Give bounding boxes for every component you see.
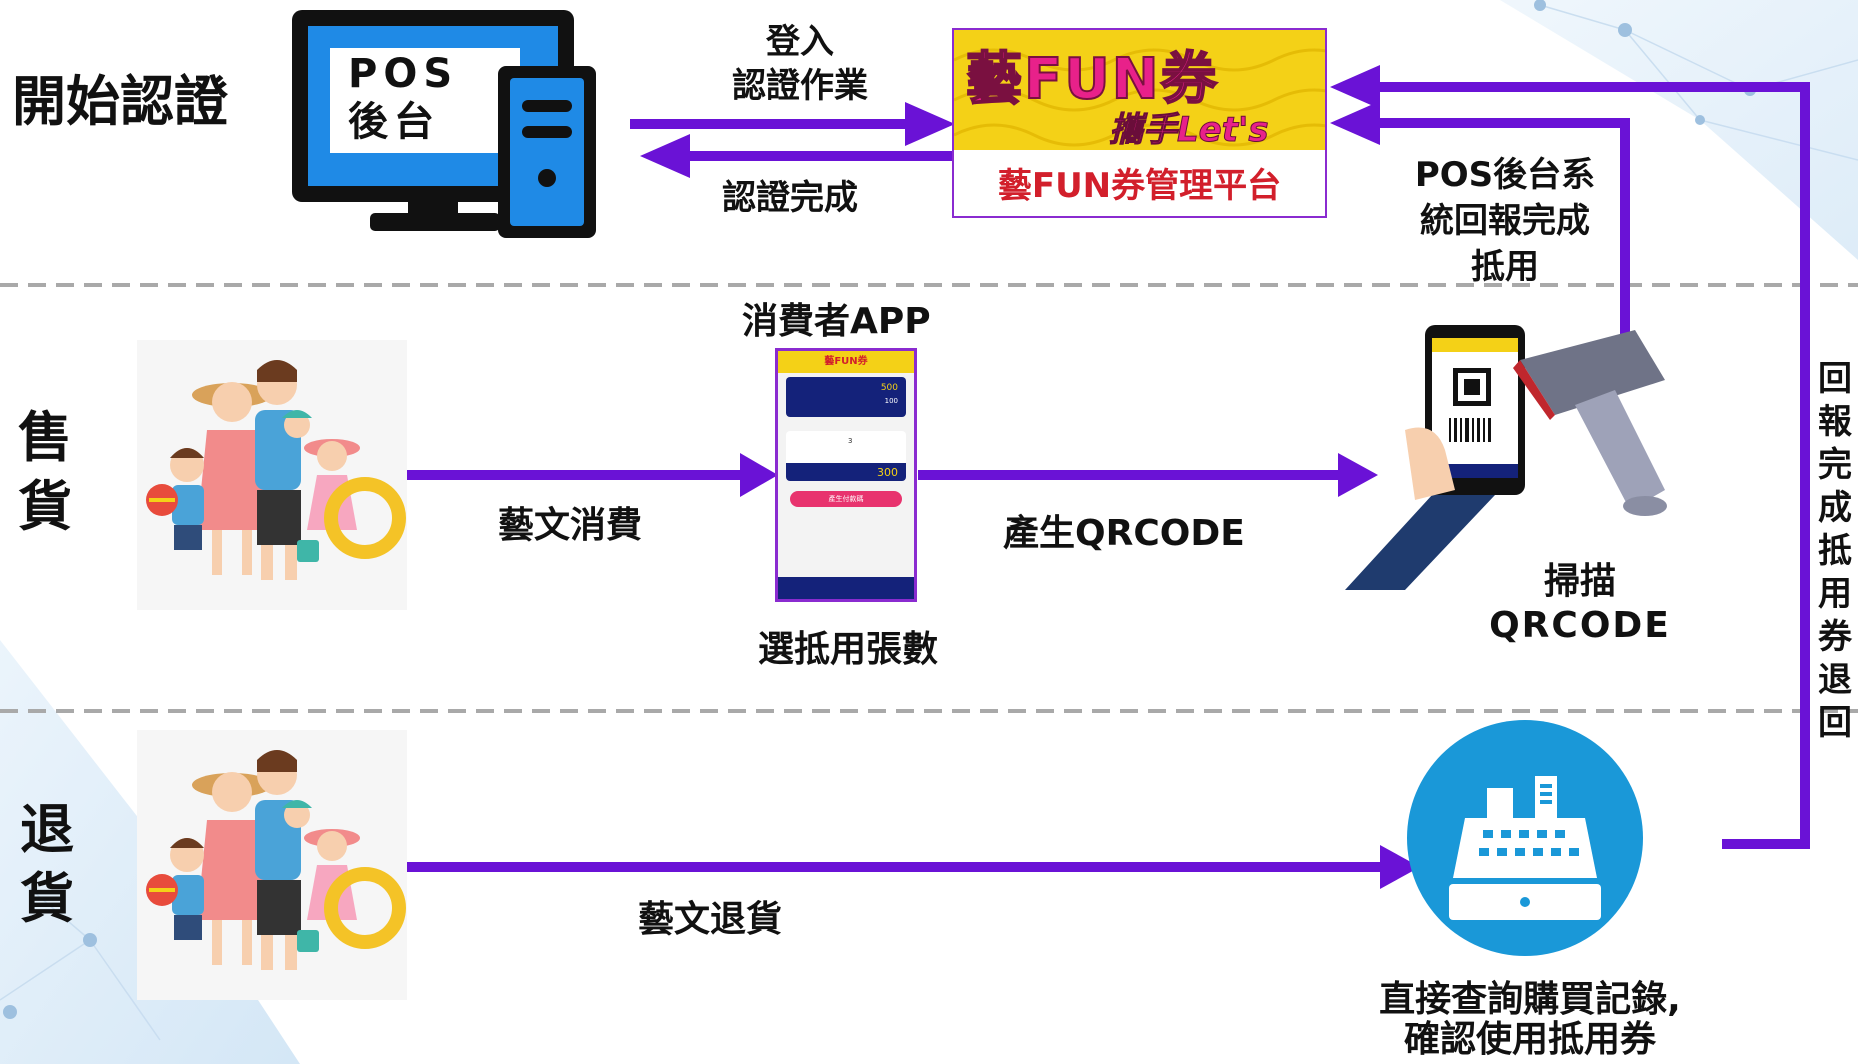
platform-panel: 藝FUN券 攜手Let's GO! 藝FUN券管理平台 [952,28,1327,218]
vertical-char: 抵 [1818,531,1852,571]
return-goods-label: 藝文退貨 [638,899,783,940]
auth-done-label: 認證完成 [722,178,858,218]
pos-report-line3: 抵用 [1471,247,1539,287]
family-illustration-return [137,730,407,1000]
vertical-char: 成 [1818,488,1852,528]
scan-label: 掃描 QRCODE [1480,560,1680,648]
register-label-line1: 直接查詢購買記錄, [1379,979,1681,1020]
app-count: 100 [884,397,898,405]
vertical-char: 回 [1818,359,1852,399]
pos-report-line2: 統回報完成 [1420,201,1590,241]
login-label-line2: 認證作業 [732,66,868,106]
app-total-bar: 300 [786,463,906,481]
family-illustration-sales [137,340,407,610]
vertical-char: 券 [1818,617,1852,657]
app-summary-card: 500 100 [786,377,906,417]
vertical-char: 完 [1818,445,1852,485]
logo-pattern [954,48,1325,147]
app-confirm-button[interactable]: 產生付款碼 [790,491,902,507]
section-title-return-1: 退 [20,798,74,861]
app-qty: 3 [848,437,853,445]
app-amount: 500 [880,383,898,393]
app-total: 300 [877,466,898,479]
pos-label-line2: 後台 [348,99,440,145]
app-header: 藝FUN券 [778,351,914,373]
arrow-login [630,119,910,129]
consumer-app-title: 消費者APP [742,301,931,342]
app-bottom-nav [778,577,914,599]
logo-main-text: 藝FUN券 [965,46,1219,113]
pos-label: POS 後台 [348,50,458,146]
gen-qr-label: 產生QRCODE [1003,513,1245,554]
vertical-char: 用 [1818,574,1852,614]
register-label: 直接查詢購買記錄, 確認使用抵用券 [1340,980,1720,1060]
pos-label-line1: POS [348,51,459,97]
arrow-return-goods [405,862,1385,872]
section-title-sales-1: 售 [18,406,72,469]
section-title-return-2: 貨 [20,867,74,931]
section-title-sales-2: 貨 [18,475,72,539]
select-count-caption: 選抵用張數 [758,629,939,670]
cash-register-icon [1407,720,1643,956]
app-selector-card: 3 300 [786,431,906,481]
arrow-vertical-report [1800,82,1810,849]
login-label: 登入 認證作業 [690,20,910,108]
vertical-char: 報 [1818,402,1852,442]
scan-label-line2: QRCODE [1489,605,1671,646]
arrow-pos-report [1620,118,1630,353]
section-title-auth: 開始認證 [12,70,228,133]
section-title-sales: 售 貨 [18,408,72,537]
pos-report-label: POS後台系 統回報完成 抵用 [1390,152,1620,290]
pos-report-line1: POS後台系 [1414,155,1596,195]
vertical-report-label: 回 報 完 成 抵 用 券 退 回 [1815,358,1855,745]
scanner-illustration [1345,325,1667,590]
arrow-auth-done [685,151,960,161]
section-title-return: 退 貨 [20,800,74,929]
scan-label-line1: 掃描 [1543,561,1616,602]
pos-computer-icon [292,10,596,238]
logo-sub-text: 攜手Let's GO! [1109,110,1270,151]
platform-name: 藝FUN券管理平台 [997,166,1282,206]
login-label-line1: 登入 [766,22,834,62]
spend-label: 藝文消費 [498,505,643,546]
app-phone-screen: 藝FUN券 500 100 3 300 產生付款碼 [775,348,917,602]
arrow-spend [405,470,745,480]
vertical-char: 退 [1818,660,1852,700]
vertical-char: 回 [1818,703,1852,743]
platform-logo: 藝FUN券 攜手Let's GO! [954,30,1325,150]
arrow-gen-qr [918,470,1343,480]
register-label-line2: 確認使用抵用券 [1403,1019,1656,1060]
